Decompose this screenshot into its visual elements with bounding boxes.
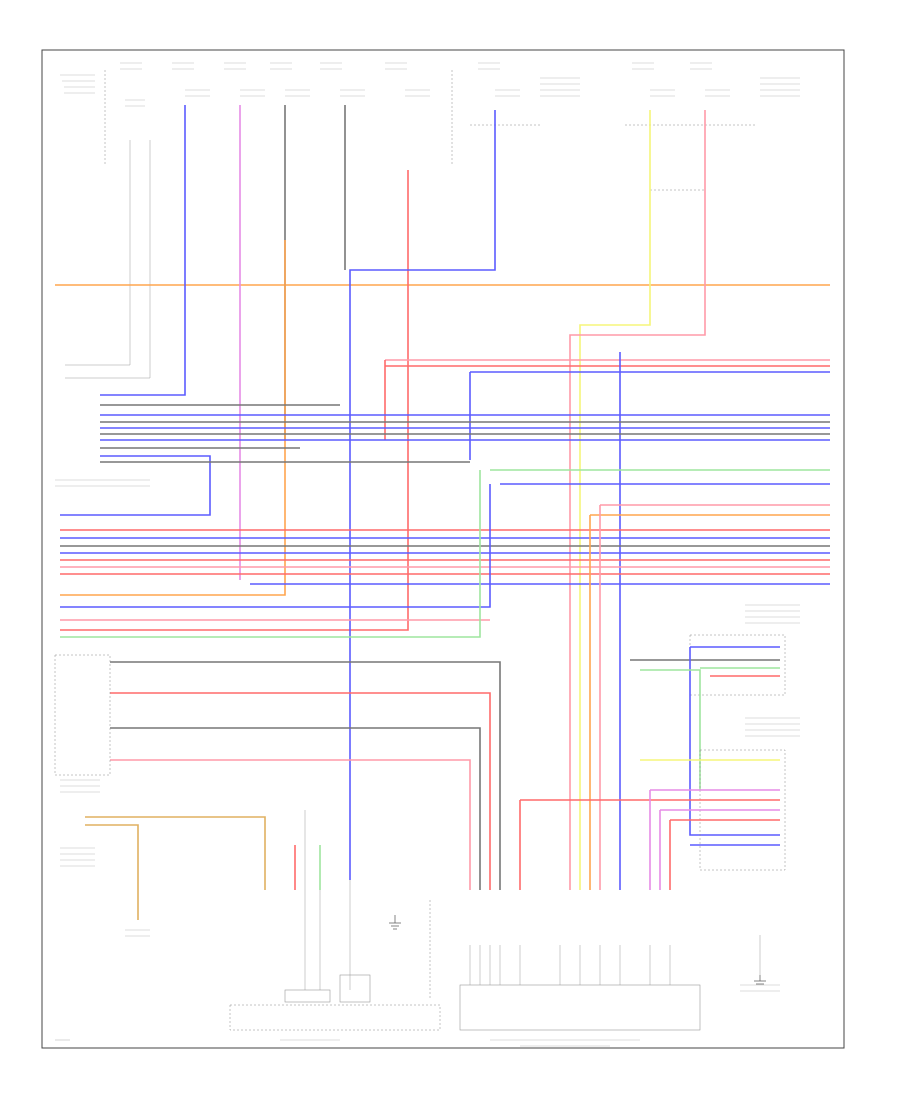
bottom-short-wires	[294, 810, 761, 990]
top-label-blocks	[60, 62, 800, 107]
diagram-frame	[41, 49, 845, 1049]
bottom-label-blocks	[55, 479, 800, 1047]
connector-icon	[754, 975, 766, 985]
top-thin-feeds	[65, 140, 151, 379]
bottom-connectors	[229, 900, 701, 1031]
top-component-boundaries	[104, 70, 755, 191]
ground-icon	[389, 915, 401, 930]
lower-wire-bundle	[60, 469, 830, 890]
top-vertical-wires	[60, 105, 706, 890]
middle-wire-bundle	[60, 404, 830, 516]
right-sensor-wires	[519, 634, 786, 890]
tan-wires	[85, 816, 266, 920]
left-switch-wires	[54, 654, 501, 890]
upper-right-bundle	[384, 352, 830, 890]
